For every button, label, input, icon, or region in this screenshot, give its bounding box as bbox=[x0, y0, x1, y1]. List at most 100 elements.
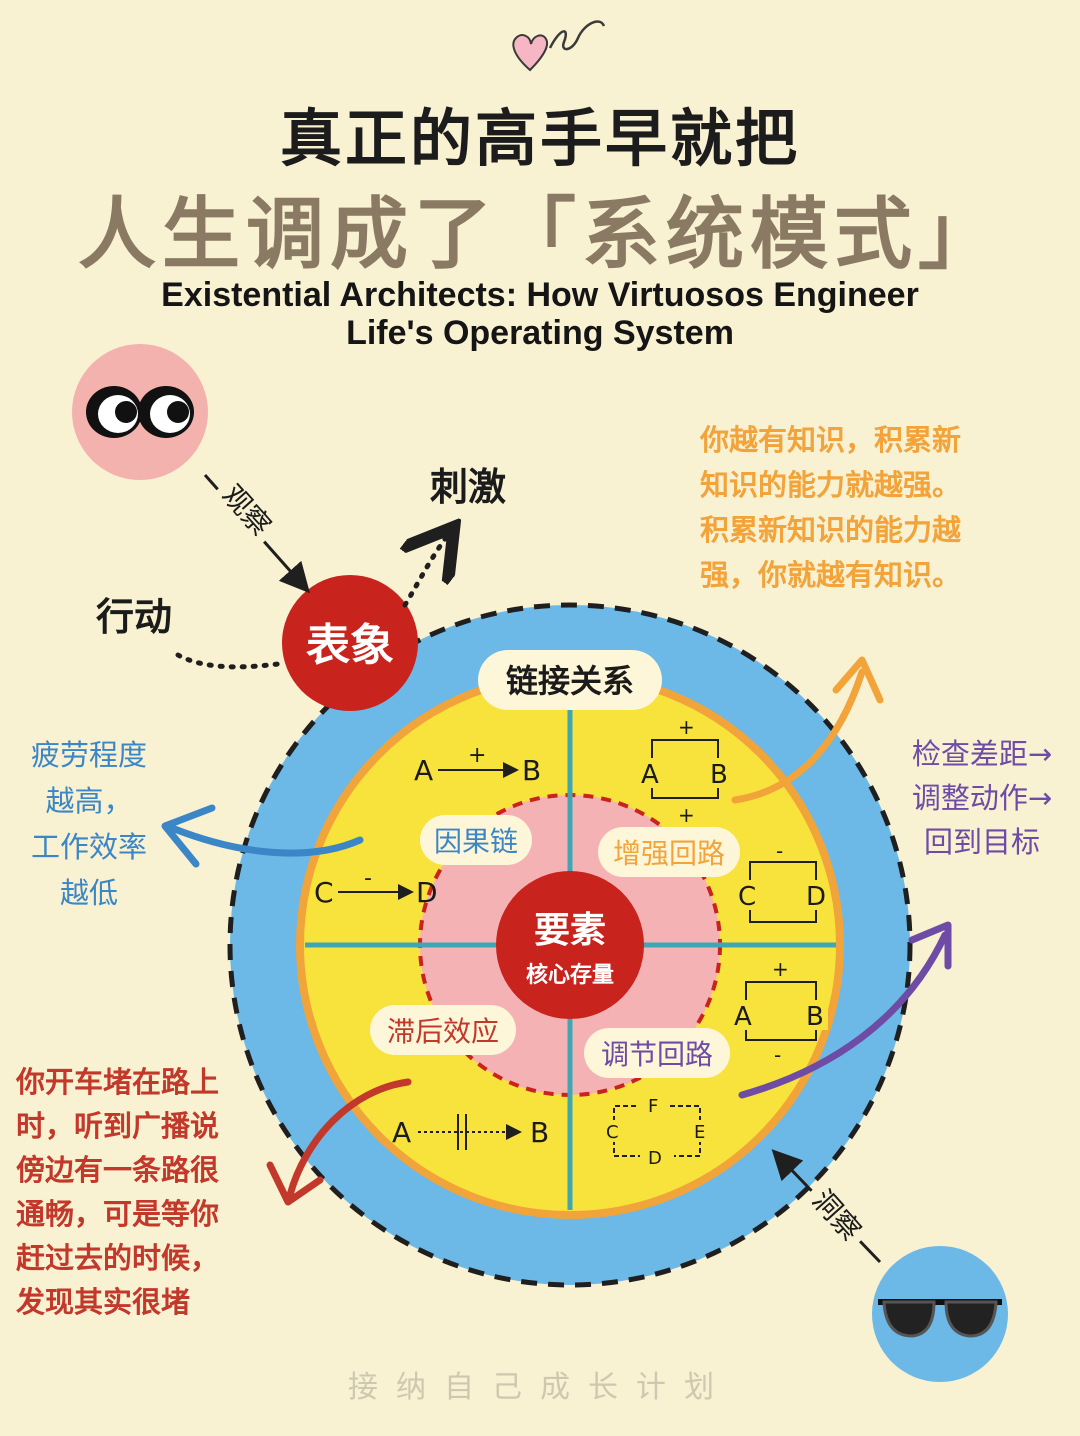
token-b: B bbox=[710, 760, 728, 790]
label-mask bbox=[604, 1120, 624, 1142]
reinforcing-loop-diagram-1: + + A B bbox=[640, 715, 730, 827]
token-plus: + bbox=[468, 743, 486, 768]
token-c: C bbox=[606, 1122, 619, 1143]
title-line-1: 真正的高手早就把 bbox=[279, 102, 800, 175]
heart-doodle-icon bbox=[512, 20, 606, 72]
reinforcing-loop-diagram-2: - C D bbox=[736, 839, 828, 923]
appearance-label: 表象 bbox=[306, 620, 394, 671]
title-line-2: 人生调成了「系统模式」 bbox=[77, 190, 1002, 280]
note-causal-example: 疲劳程度 越高， 工作效率 越低 bbox=[14, 732, 164, 916]
note-line: 你越有知识，积累新 bbox=[700, 423, 962, 457]
note-line: 发现其实很堵 bbox=[16, 1285, 191, 1319]
token-b: B bbox=[806, 1002, 824, 1032]
token-a: A bbox=[641, 760, 659, 790]
sunglasses-emoji-icon bbox=[872, 1246, 1008, 1382]
blue-curve-arrow bbox=[168, 824, 364, 857]
note-delay-example: 你开车堵在路上 时，听到广播说 傍边有一条路很 通畅，可是等你 赶过去的时候， … bbox=[16, 1060, 256, 1324]
link-relation-pill bbox=[478, 650, 662, 710]
token-plus: + bbox=[678, 803, 695, 827]
note-line: 调整动作→ bbox=[911, 781, 1053, 815]
subtitle-line-1: Existential Architects: How Virtuosos En… bbox=[161, 276, 919, 314]
stimulus-label: 刺激 bbox=[430, 465, 506, 509]
token-c: C bbox=[314, 876, 334, 909]
action-dotted-line bbox=[175, 652, 281, 670]
balancing-loop-diagram-1: + - A B bbox=[732, 957, 828, 1067]
label-mask bbox=[208, 470, 286, 550]
stimulus-arrow bbox=[405, 535, 448, 608]
token-d: D bbox=[416, 876, 438, 909]
action-label: 行动 bbox=[96, 595, 172, 639]
outer-dashed-border bbox=[227, 602, 913, 1288]
appearance-circle bbox=[282, 575, 418, 711]
token-b: B bbox=[522, 754, 541, 787]
note-line: 时，听到广播说 bbox=[16, 1109, 220, 1143]
note-line: 知识的能力就越强。 bbox=[700, 468, 962, 502]
note-line: 强，你就越有知识。 bbox=[700, 558, 962, 592]
causal-chain-negative-diagram: C - D bbox=[314, 866, 438, 909]
red-curve-arrow bbox=[286, 1078, 412, 1199]
token-d: D bbox=[806, 882, 826, 912]
causal-chain-diagram: A + B bbox=[414, 743, 541, 787]
token-plus: + bbox=[772, 957, 789, 981]
subtitle-line-2: Life's Operating System bbox=[346, 314, 734, 352]
token-minus: - bbox=[364, 866, 372, 891]
blue-arrowhead bbox=[161, 804, 216, 868]
reinforcing-loop-label: 增强回路 bbox=[613, 837, 725, 870]
label-mask bbox=[690, 1120, 710, 1142]
orange-curve-arrow bbox=[731, 668, 866, 804]
core-subtitle: 核心存量 bbox=[526, 962, 614, 988]
reinforcing-loop-pill bbox=[598, 827, 740, 877]
balancing-loop-diagram-2: F C E D bbox=[604, 1096, 710, 1169]
note-line: 积累新知识的能力越 bbox=[700, 513, 962, 547]
delay-effect-label: 滞后效应 bbox=[387, 1015, 499, 1048]
token-a: A bbox=[392, 1116, 411, 1149]
label-mask bbox=[640, 758, 664, 788]
note-line: 通畅，可是等你 bbox=[16, 1197, 220, 1231]
orange-arrowhead bbox=[832, 656, 884, 704]
label-mask bbox=[732, 1000, 756, 1030]
label-mask bbox=[804, 880, 828, 910]
label-mask bbox=[736, 880, 760, 910]
note-line: 越低 bbox=[59, 876, 118, 910]
token-a: A bbox=[734, 1002, 752, 1032]
token-b: B bbox=[530, 1116, 549, 1149]
token-d: D bbox=[648, 1148, 662, 1169]
balancing-loop-pill bbox=[584, 1028, 730, 1078]
note-balancing-example: 检查差距→ 调整动作→ 回到目标 bbox=[892, 732, 1072, 864]
delay-effect-pill bbox=[370, 1005, 516, 1055]
token-c: C bbox=[738, 882, 756, 912]
causal-chain-label: 因果链 bbox=[434, 825, 518, 858]
token-minus: - bbox=[774, 1043, 781, 1067]
note-line: 傍边有一条路很 bbox=[16, 1153, 220, 1187]
purple-arrowhead bbox=[908, 921, 952, 970]
token-minus: - bbox=[776, 839, 783, 863]
core-title: 要素 bbox=[534, 910, 606, 951]
purple-curve-arrow bbox=[738, 931, 949, 1099]
note-line: 越高， bbox=[45, 784, 133, 818]
delay-effect-diagram: A B bbox=[392, 1114, 549, 1150]
note-line: 检查差距→ bbox=[911, 737, 1053, 771]
core-element-circle bbox=[496, 871, 644, 1019]
red-arrowhead bbox=[266, 1161, 324, 1206]
eyes-emoji-icon bbox=[72, 344, 208, 480]
loop-path bbox=[670, 1105, 701, 1157]
balancing-loop-label: 调节回路 bbox=[601, 1038, 713, 1071]
note-line: 回到目标 bbox=[923, 825, 1040, 859]
note-line: 你开车堵在路上 bbox=[16, 1065, 220, 1099]
label-mask bbox=[798, 1175, 876, 1255]
token-plus: + bbox=[678, 715, 695, 739]
note-line: 工作效率 bbox=[30, 830, 147, 864]
token-e: E bbox=[694, 1122, 705, 1143]
label-mask bbox=[706, 758, 730, 788]
token-a: A bbox=[414, 754, 433, 787]
note-reinforcing-example: 你越有知识，积累新 知识的能力就越强。 积累新知识的能力越 强，你就越有知识。 bbox=[700, 418, 1000, 598]
label-mask bbox=[804, 1000, 828, 1030]
note-line: 赶过去的时候， bbox=[16, 1241, 220, 1275]
causal-chain-pill bbox=[420, 815, 532, 865]
loop-path bbox=[613, 1105, 640, 1157]
subtitle: Existential Architects: How Virtuosos En… bbox=[0, 276, 1080, 352]
watermark: 接纳自己成长计划 bbox=[348, 1370, 732, 1405]
link-relation-label: 链接关系 bbox=[506, 662, 634, 700]
token-f: F bbox=[648, 1096, 658, 1117]
